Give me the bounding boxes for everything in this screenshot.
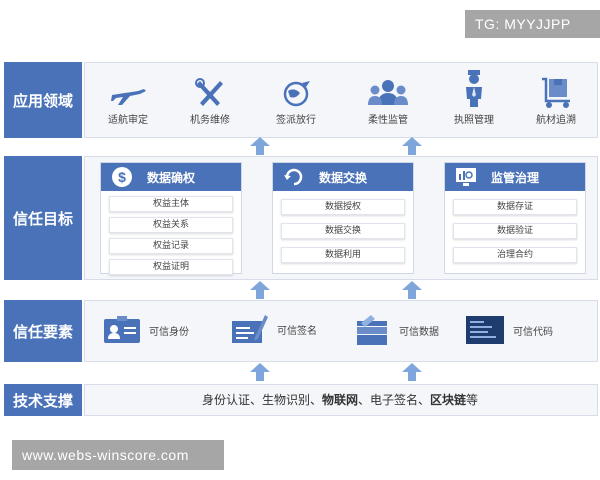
goal-box-supervision: 监管治理 数据存证 数据验证 治理合约 bbox=[444, 162, 586, 274]
exchange-icon bbox=[284, 168, 303, 186]
globe-plane-icon bbox=[283, 81, 310, 107]
app-label: 适航审定 bbox=[108, 115, 148, 126]
arrow-up-icon bbox=[250, 137, 270, 155]
app-item-parts-tracing: 航材追溯 bbox=[521, 75, 591, 126]
id-card-icon bbox=[104, 316, 140, 343]
tech-support-text: 身份认证、生物识别、物联网、电子签名、区块链等 bbox=[84, 386, 596, 414]
app-label: 执照管理 bbox=[454, 115, 494, 126]
app-item-airworthiness: 适航审定 bbox=[93, 77, 163, 126]
goal-box-header: $ 数据确权 bbox=[101, 163, 241, 191]
row-label-trust-elements: 信任要素 bbox=[4, 300, 82, 362]
app-item-dispatch: 签派放行 bbox=[261, 77, 331, 126]
svg-text:$: $ bbox=[118, 169, 126, 185]
tech-part: 等 bbox=[466, 393, 479, 407]
trust-elements-panel: 可信身份 可信签名 可信数据 可信代码 bbox=[84, 300, 598, 362]
goal-item: 权益证明 bbox=[109, 259, 233, 275]
goal-title: 监管治理 bbox=[490, 170, 539, 185]
code-screen-icon bbox=[466, 316, 504, 344]
signature-icon bbox=[232, 315, 268, 343]
element-label: 可信代码 bbox=[513, 326, 553, 338]
goal-item: 权益主体 bbox=[109, 196, 233, 212]
tech-part: 身份认证、生物识别、 bbox=[201, 393, 322, 407]
watermark-bottom: www.webs-winscore.com bbox=[12, 440, 224, 470]
airplane-icon bbox=[111, 89, 146, 105]
data-stack-icon bbox=[357, 315, 387, 345]
goal-item: 数据存证 bbox=[453, 199, 577, 215]
element-trusted-code: 可信代码 bbox=[465, 315, 553, 345]
row-label-tech-support: 技术支撑 bbox=[4, 384, 82, 416]
dollar-icon: $ bbox=[112, 167, 132, 187]
application-panel: 适航审定 机务维修 签派放行 柔性监管 bbox=[84, 62, 598, 138]
goal-item: 数据授权 bbox=[281, 199, 405, 215]
goal-box-data-exchange: 数据交换 数据授权 数据交换 数据利用 bbox=[272, 162, 414, 274]
arrow-up-icon bbox=[250, 363, 270, 381]
goal-box-header: 数据交换 bbox=[273, 163, 413, 191]
element-trusted-signature: 可信签名 bbox=[231, 313, 317, 345]
cargo-icon bbox=[542, 77, 570, 108]
tech-support-panel bbox=[84, 384, 598, 416]
watermark-top: TG: MYYJJPP bbox=[465, 10, 600, 38]
pilot-icon bbox=[466, 70, 482, 107]
app-label: 机务维修 bbox=[190, 115, 230, 126]
element-label: 可信数据 bbox=[399, 326, 439, 338]
element-trusted-identity: 可信身份 bbox=[103, 315, 189, 345]
element-label: 可信签名 bbox=[277, 325, 317, 337]
goal-item: 治理合约 bbox=[453, 247, 577, 263]
app-item-license: 执照管理 bbox=[439, 69, 509, 126]
monitor-icon bbox=[456, 168, 476, 186]
tech-part-bold: 区块链 bbox=[430, 393, 467, 407]
goal-item: 数据利用 bbox=[281, 247, 405, 263]
goal-title: 数据确权 bbox=[146, 170, 195, 185]
arrow-up-icon bbox=[250, 281, 270, 299]
app-label: 签派放行 bbox=[276, 115, 316, 126]
app-item-maintenance: 机务维修 bbox=[175, 77, 245, 126]
goal-box-data-ownership: $ 数据确权 权益主体 权益关系 权益记录 权益证明 bbox=[100, 162, 242, 275]
row-label-application: 应用领域 bbox=[4, 62, 82, 138]
goal-box-header: 监管治理 bbox=[445, 163, 585, 191]
app-label: 柔性监管 bbox=[368, 115, 408, 126]
element-trusted-data: 可信数据 bbox=[351, 313, 439, 347]
goal-item: 权益关系 bbox=[109, 217, 233, 233]
goal-item: 数据验证 bbox=[453, 223, 577, 239]
arrow-up-icon bbox=[402, 363, 422, 381]
app-item-flexible-supervision: 柔性监管 bbox=[353, 77, 423, 126]
goal-title: 数据交换 bbox=[318, 170, 367, 185]
goal-item: 权益记录 bbox=[109, 238, 233, 254]
people-icon bbox=[368, 80, 408, 105]
tools-icon bbox=[195, 78, 223, 106]
element-label: 可信身份 bbox=[149, 326, 189, 338]
tech-part: 、电子签名、 bbox=[357, 393, 430, 407]
row-label-trust-goal: 信任目标 bbox=[4, 156, 82, 280]
arrow-up-icon bbox=[402, 281, 422, 299]
app-label: 航材追溯 bbox=[536, 115, 576, 126]
goal-item: 数据交换 bbox=[281, 223, 405, 239]
tech-part-bold: 物联网 bbox=[321, 393, 358, 407]
arrow-up-icon bbox=[402, 137, 422, 155]
